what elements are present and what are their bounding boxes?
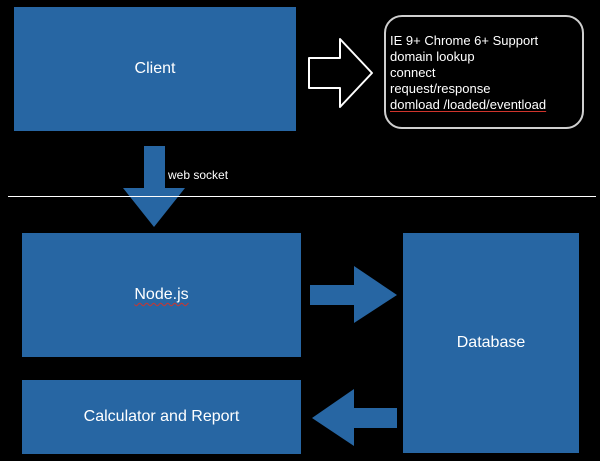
note-line: IE 9+ Chrome 6+ Support bbox=[390, 33, 539, 48]
node-to-database-arrow bbox=[310, 266, 397, 323]
calculator-report-box: Calculator and Report bbox=[22, 380, 301, 454]
client-label: Client bbox=[134, 60, 176, 77]
database-label: Database bbox=[456, 334, 526, 351]
note-line: request/response bbox=[390, 81, 491, 96]
note-line: domload /loaded/eventload bbox=[390, 97, 547, 112]
nodejs-box: Node.js bbox=[22, 233, 301, 357]
websocket-down-arrow bbox=[123, 146, 185, 227]
note-line: connect bbox=[390, 65, 436, 80]
client-to-note-arrow bbox=[308, 38, 373, 108]
database-to-calculator-arrow bbox=[312, 389, 397, 446]
nodejs-label: Node.js bbox=[134, 286, 189, 303]
note-line: domain lookup bbox=[390, 49, 475, 64]
websocket-label: web socket bbox=[168, 168, 229, 182]
section-divider bbox=[8, 196, 596, 197]
support-note: IE 9+ Chrome 6+ Support domain lookup co… bbox=[384, 15, 584, 129]
calculator-report-label: Calculator and Report bbox=[83, 408, 240, 425]
client-box: Client bbox=[14, 7, 296, 131]
database-box: Database bbox=[403, 233, 579, 453]
